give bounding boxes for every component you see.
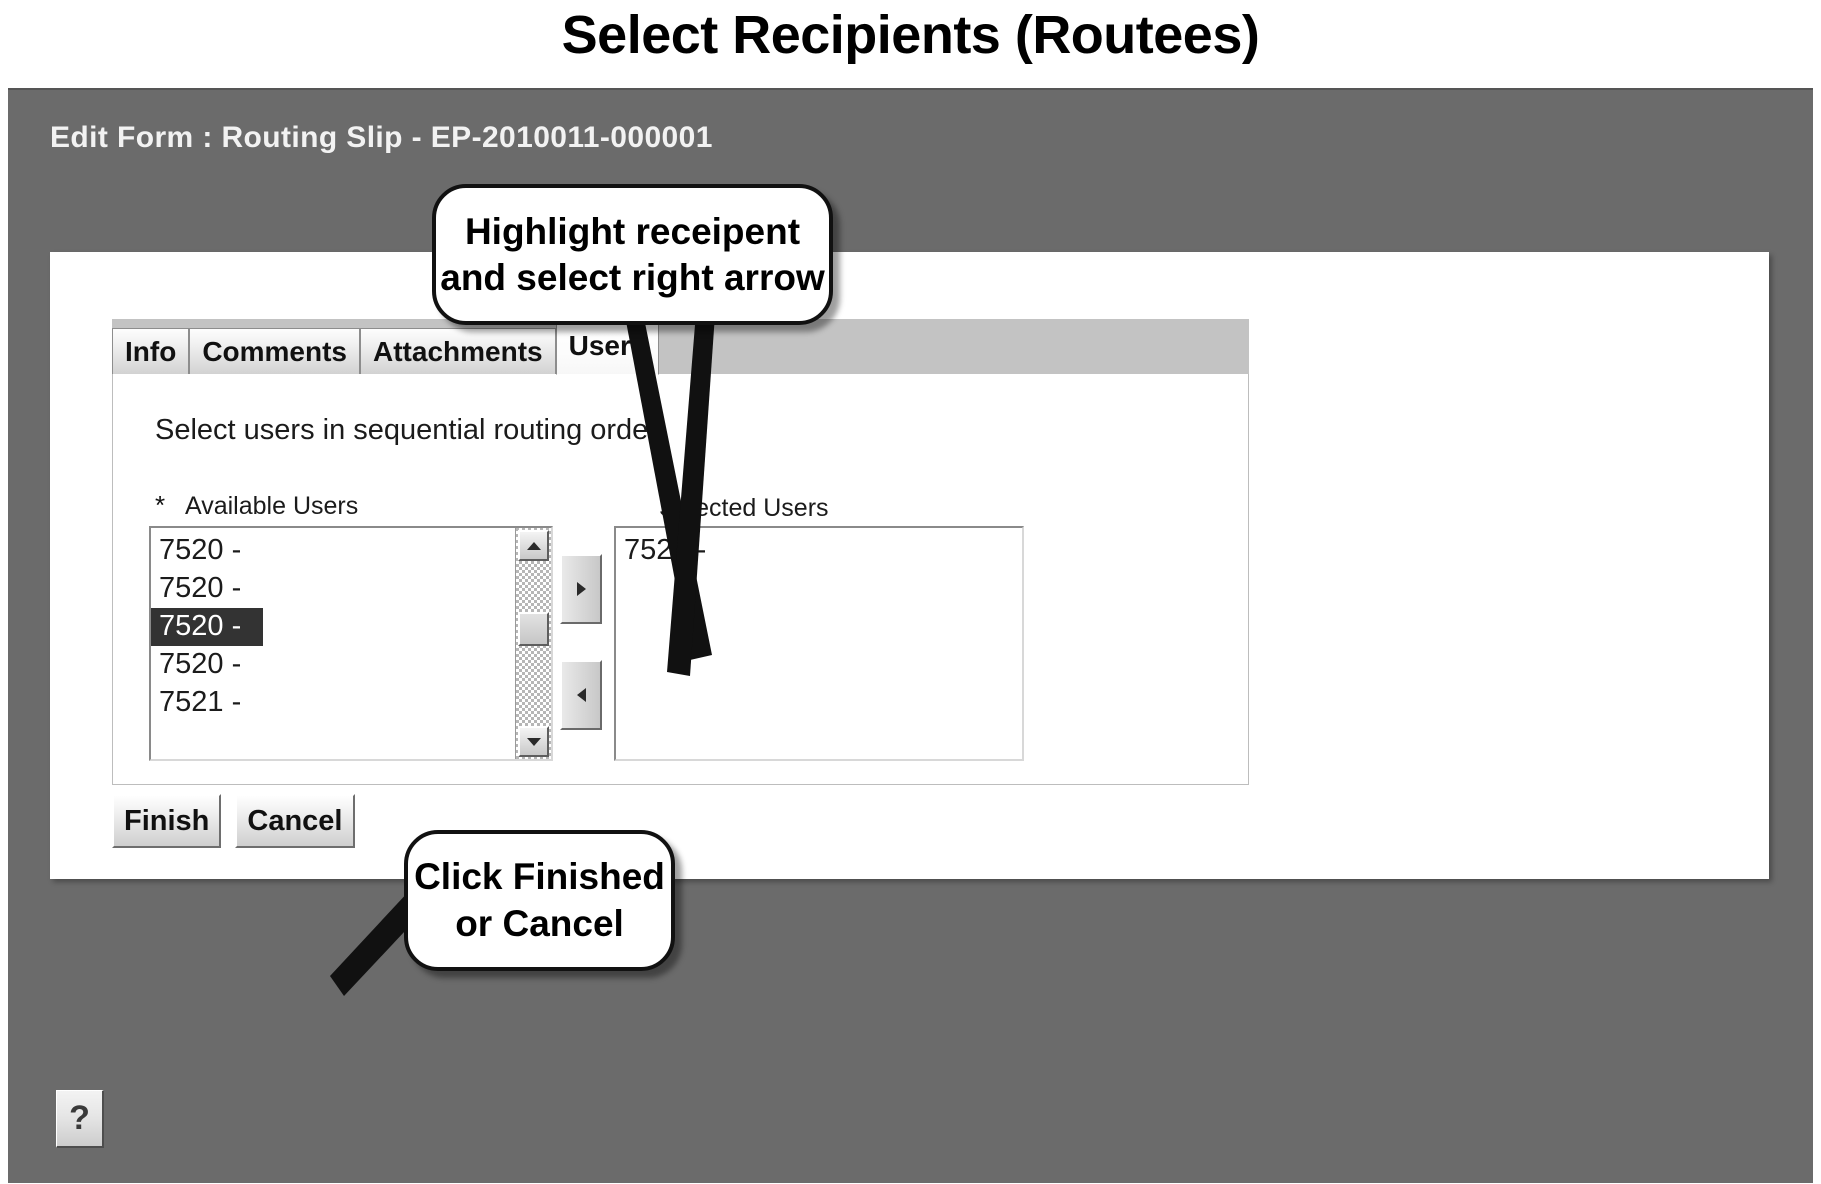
callout-highlight-recipient: Highlight receipent and select right arr… [432, 184, 833, 325]
tab-info[interactable]: Info [112, 328, 190, 374]
finish-button[interactable]: Finish [112, 794, 222, 848]
callout-bottom-line1: Click Finished [414, 856, 665, 898]
triangle-left-icon [576, 688, 586, 702]
list-item[interactable]: 7521 - [624, 534, 707, 566]
callout-top-line2: and select right arrow [440, 256, 825, 298]
triangle-down-icon [526, 737, 541, 746]
list-item[interactable]: 7520 - [159, 534, 242, 566]
scroll-up-button[interactable] [518, 530, 549, 561]
tab-comments[interactable]: Comments [189, 328, 361, 374]
help-button[interactable]: ? [56, 1090, 104, 1148]
callout-top-line1: Highlight receipent [464, 211, 801, 253]
available-users-label: Available Users [185, 492, 359, 520]
available-users-items: 7520 - 7520 - 7520 - 7520 - 7521 - [151, 528, 515, 722]
callout-click-finished: Click Finished or Cancel [404, 830, 675, 971]
cancel-button[interactable]: Cancel [235, 794, 355, 848]
required-marker: * [155, 490, 166, 520]
list-item[interactable]: 7520 - [159, 572, 242, 604]
tab-info-label: Info [125, 335, 177, 367]
form-header-title: Edit Form : Routing Slip - EP-2010011-00… [50, 121, 713, 154]
callout-bottom-line2: or Cancel [455, 902, 624, 944]
available-users-listbox[interactable]: 7520 - 7520 - 7520 - 7520 - 7521 - [149, 526, 553, 761]
selected-users-label: Selected Users [659, 494, 829, 522]
scrollbar-thumb[interactable] [518, 612, 549, 646]
available-users-scrollbar[interactable] [515, 528, 551, 759]
form-button-row: Finish Cancel [112, 794, 355, 848]
tab-users-label: Users [568, 329, 647, 361]
tab-attachments-label: Attachments [373, 335, 543, 367]
tab-attachments[interactable]: Attachments [360, 328, 556, 374]
application-window: Edit Form : Routing Slip - EP-2010011-00… [8, 88, 1813, 1183]
list-item[interactable]: 7520 - [159, 648, 242, 680]
tabs-row: Info Comments Attachments Users [112, 316, 660, 375]
selected-users-items: 7521 - [616, 528, 1022, 570]
selected-users-listbox[interactable]: 7521 - [614, 526, 1024, 761]
users-tab-panel: Select users in sequential routing order… [112, 374, 1249, 785]
triangle-up-icon [526, 541, 541, 550]
triangle-right-icon [576, 582, 586, 596]
page-title: Select Recipients (Routees) [561, 5, 1260, 65]
instruction-text: Select users in sequential routing order… [155, 414, 665, 446]
scroll-down-button[interactable] [518, 726, 549, 757]
list-item-selected[interactable]: 7520 - [151, 608, 264, 646]
tab-strip: Info Comments Attachments Users [112, 316, 1249, 375]
list-item[interactable]: 7521 - [159, 686, 242, 718]
tab-comments-label: Comments [202, 335, 348, 367]
form-panel: Info Comments Attachments Users Select u… [50, 252, 1769, 879]
move-left-button[interactable] [560, 660, 602, 730]
move-right-button[interactable] [560, 554, 602, 624]
